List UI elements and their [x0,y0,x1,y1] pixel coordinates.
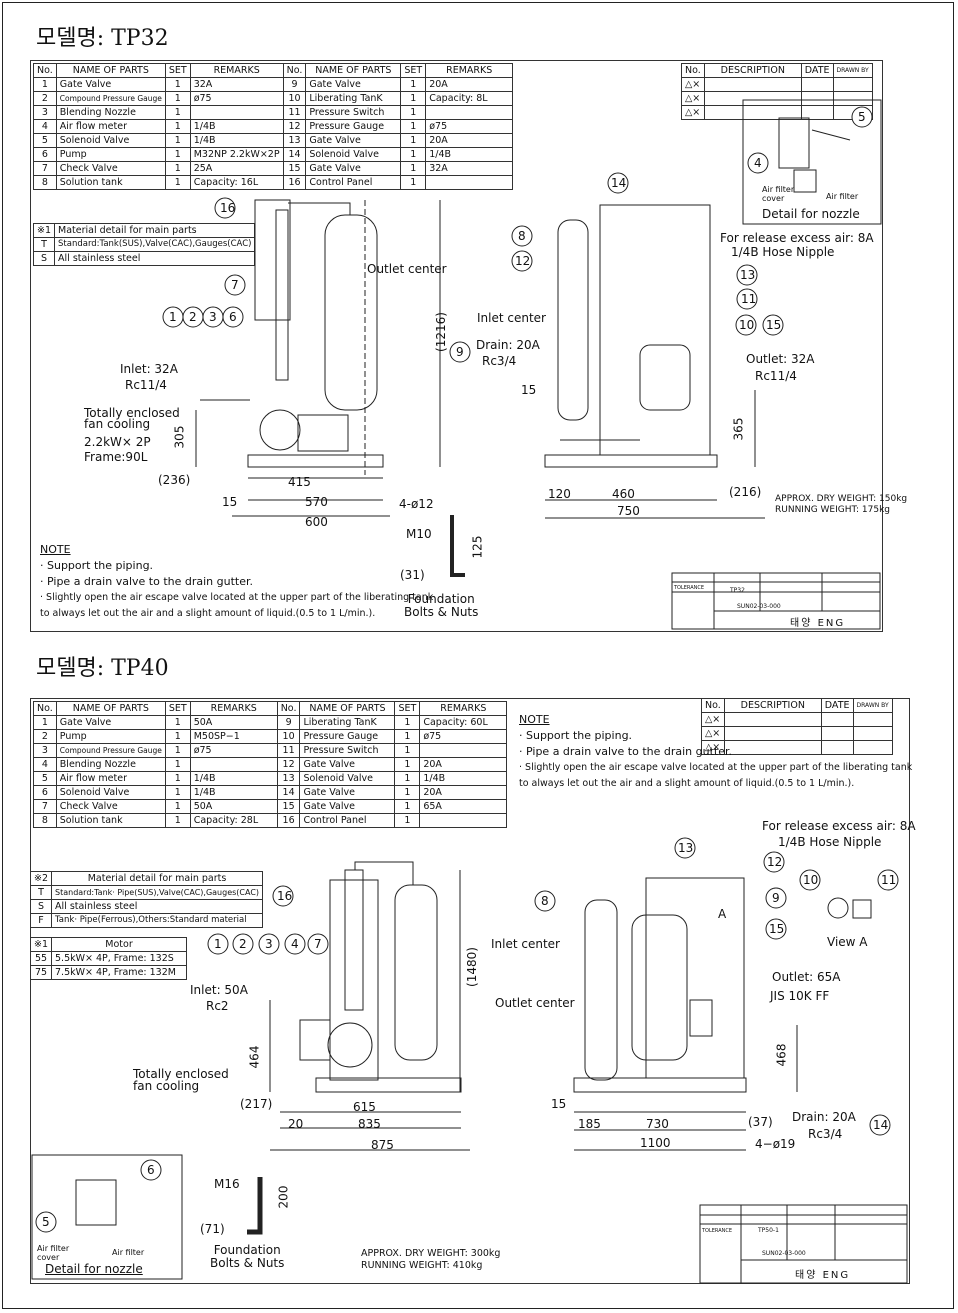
tp32-drawing-sheet [30,60,883,632]
tp32-title: 모델명: TP32 [36,26,169,51]
company-logo-2: 태양 ENG [795,1270,851,1281]
tp40-title: 모델명: TP40 [36,656,169,681]
tp32-parts-table: No. NAME OF PARTS SET REMARKS No. NAME O… [33,63,514,190]
tp40-drawing-sheet [30,698,910,1284]
nozzle-detail-label: Detail for nozzle [762,207,860,221]
view-a-label: View A [827,935,868,949]
company-logo: 태양 ENG [790,618,846,629]
